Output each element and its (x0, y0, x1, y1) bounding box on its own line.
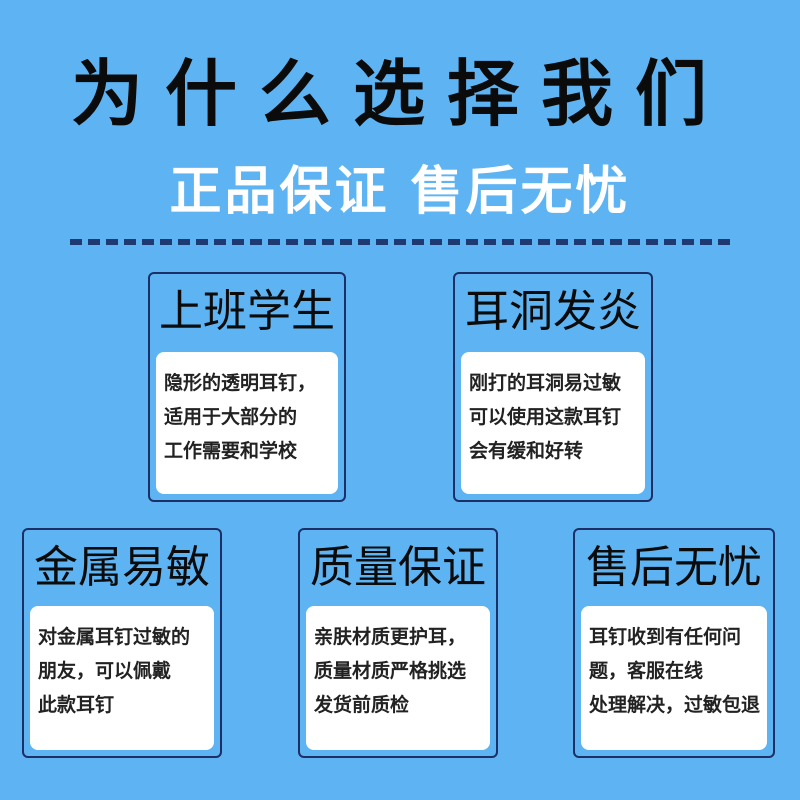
card-text-line: 题，客服在线 (589, 660, 704, 682)
card-text-line: 亲肤材质更护耳， (314, 626, 467, 648)
feature-card-quality-guarantee: 质量保证 亲肤材质更护耳， 质量材质严格挑选 发货前质检 (298, 528, 498, 758)
card-text-line: 朋友，可以佩戴 (38, 660, 172, 682)
card-text-line: 可以使用这款耳钉 (469, 406, 622, 428)
card-text-line: 此款耳钉 (38, 694, 115, 716)
card-text-box: 刚打的耳洞易过敏 可以使用这款耳钉 会有缓和好转 (461, 352, 645, 494)
card-text-line: 发货前质检 (314, 694, 410, 716)
feature-card-after-sales: 售后无忧 耳钉收到有任何问 题，客服在线 处理解决，过敏包退 (573, 528, 775, 758)
card-text-line: 处理解决，过敏包退 (589, 694, 761, 716)
card-text-box: 亲肤材质更护耳， 质量材质严格挑选 发货前质检 (306, 606, 490, 750)
page-subtitle: 正品保证 售后无忧 (169, 162, 631, 222)
feature-card-office-student: 上班学生 隐形的透明耳钉， 适用于大部分的 工作需要和学校 (148, 272, 346, 502)
page-title: 为什么选择我们 (70, 52, 729, 136)
card-title: 质量保证 (310, 542, 486, 593)
feature-card-metal-allergy: 金属易敏 对金属耳钉过敏的 朋友，可以佩戴 此款耳钉 (22, 528, 222, 758)
card-text-box: 对金属耳钉过敏的 朋友，可以佩戴 此款耳钉 (30, 606, 214, 750)
card-text-box: 耳钉收到有任何问 题，客服在线 处理解决，过敏包退 (581, 606, 767, 750)
dashed-divider (70, 239, 730, 245)
card-text-line: 刚打的耳洞易过敏 (469, 372, 622, 394)
card-text-line: 对金属耳钉过敏的 (38, 626, 191, 648)
card-text-line: 隐形的透明耳钉， (164, 372, 317, 394)
feature-card-ear-inflammation: 耳洞发炎 刚打的耳洞易过敏 可以使用这款耳钉 会有缓和好转 (453, 272, 653, 502)
card-text-line: 工作需要和学校 (164, 440, 298, 462)
card-title: 耳洞发炎 (465, 286, 641, 337)
card-text-line: 质量材质严格挑选 (314, 660, 467, 682)
card-text-line: 会有缓和好转 (469, 440, 584, 462)
card-text-line: 适用于大部分的 (164, 406, 298, 428)
card-title: 上班学生 (159, 286, 335, 337)
card-text-box: 隐形的透明耳钉， 适用于大部分的 工作需要和学校 (156, 352, 338, 494)
card-text-line: 耳钉收到有任何问 (589, 626, 742, 648)
card-title: 金属易敏 (34, 542, 210, 593)
card-title: 售后无忧 (586, 542, 762, 593)
